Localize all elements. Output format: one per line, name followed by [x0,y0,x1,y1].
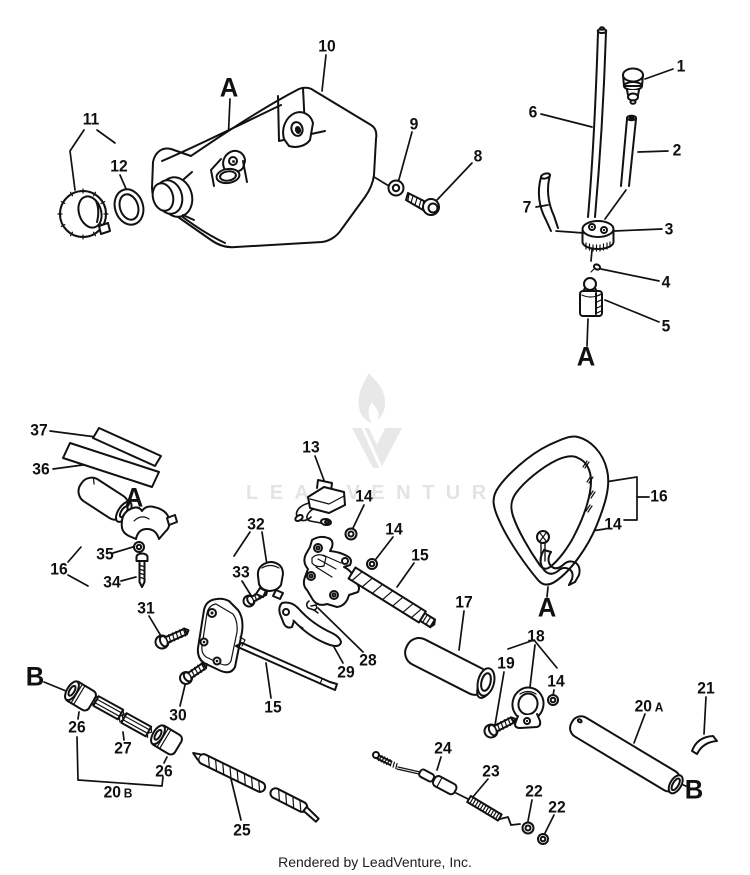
housing-cover-plate-drawing [196,597,246,674]
fuel-tank-drawing [151,86,378,249]
cable-jam-nut-drawing [521,821,549,845]
throttle-housing-drawing [302,535,360,608]
cable-clamp-32-drawing [255,561,284,600]
clamp-bolt-19-drawing [483,694,559,739]
throttle-trigger-drawing [278,601,342,647]
drive-shaft-lower-drawing [235,642,338,691]
fuel-cap-gasket-drawing [113,188,145,226]
fuel-line-check-valve-drawing [622,67,644,105]
grip-clamp-drawing [120,505,178,540]
housing-screw-drawing [154,627,208,685]
fuel-cap-drawing [57,188,111,240]
retainer-clip-21-drawing [691,735,718,755]
washer-drawing [387,179,405,197]
tank-grommet-drawing [581,220,615,252]
tank-bolt-drawing [405,192,440,216]
throttle-cable-drawing [372,751,521,826]
fuel-line-clip-drawing [590,263,602,273]
clamp-bolt-drawing [135,552,149,588]
curved-fuel-tube-drawing [537,172,559,232]
decal-strips-drawing [62,427,162,488]
extension-tube-20a-drawing [569,715,684,795]
short-fuel-tube-drawing [620,114,637,187]
cable-end-fitting [418,768,458,796]
ring-clamp-18-drawing [511,686,545,729]
flexible-drive-shaft-drawing [192,752,320,823]
splined-coupler-shaft-drawing [90,695,153,738]
long-fuel-tube-drawing [587,26,608,218]
fuel-filter-drawing [579,277,603,317]
trigger-spring-clip-drawing [305,600,319,614]
shaft-bushing-drawing [64,680,183,756]
handle-clamp-bracket-drawing [476,549,581,697]
loop-handle-drawing [492,435,610,586]
leadventure-flame-v-logo-icon [352,373,402,469]
footer-credit: Rendered by LeadVenture, Inc. [278,854,472,870]
handle-bolt-14-drawing [536,530,550,562]
ignition-switch-drawing [294,479,346,527]
handle-nut-drawing [344,527,378,570]
drive-shaft-upper-drawing [347,566,436,629]
clamp-nut-drawing [133,541,145,553]
